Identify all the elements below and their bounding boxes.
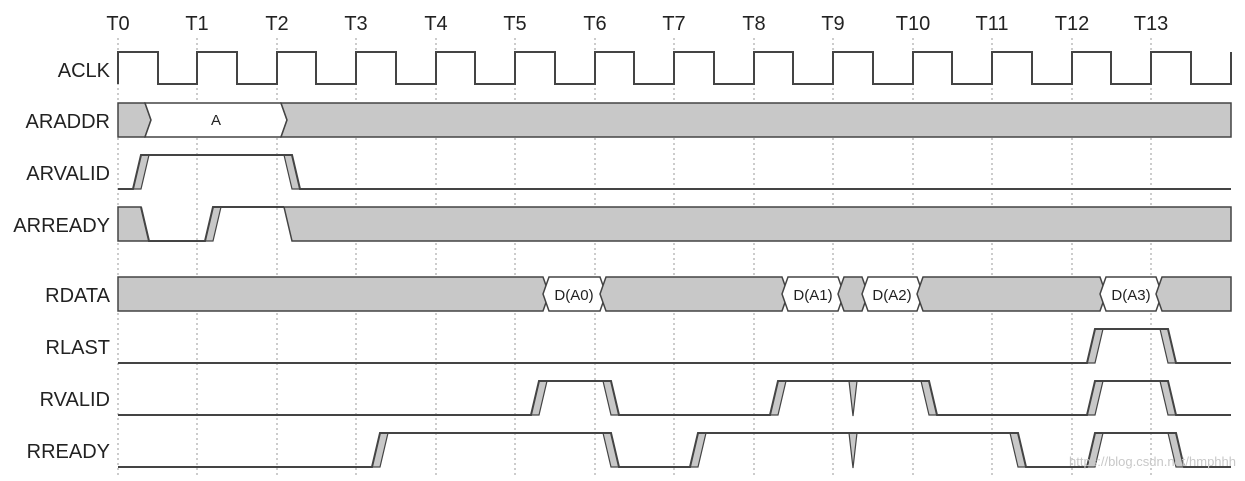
rdata-invalid-segment <box>1155 276 1232 312</box>
time-label-t5: T5 <box>503 13 526 35</box>
rvalid-uncertainty-band <box>602 380 620 416</box>
signal-label-rvalid: RVALID <box>40 389 110 411</box>
rvalid-uncertainty-band <box>769 380 787 416</box>
watermark-text: https://blog.csdn.net/hmphhh <box>1069 454 1236 469</box>
rvalid-uncertainty-band <box>1086 380 1104 416</box>
rdata-label-a1: D(A1) <box>793 287 832 304</box>
time-label-t13: T13 <box>1134 13 1168 35</box>
arready-wave <box>117 206 1232 242</box>
arvalid-uncertainty-band <box>283 154 301 190</box>
time-label-t6: T6 <box>583 13 606 35</box>
rready-glitch <box>848 432 858 469</box>
rvalid-uncertainty-band <box>530 380 548 416</box>
rready-uncertainty-band <box>1009 432 1027 468</box>
rdata-label-a0: D(A0) <box>554 287 593 304</box>
signal-label-araddr: ARADDR <box>26 111 110 133</box>
arvalid-waveform <box>118 154 1231 190</box>
rdata-invalid-segment <box>916 276 1107 312</box>
time-labels: T0 T1 T2 T3 T4 T5 T6 T7 T8 T9 T10 T11 T1… <box>106 13 1168 35</box>
signal-label-arready: ARREADY <box>13 215 110 237</box>
time-label-t1: T1 <box>185 13 208 35</box>
rready-waveform <box>118 432 1231 468</box>
rvalid-wave <box>118 380 1231 417</box>
rvalid-glitch <box>848 380 858 417</box>
signal-label-rlast: RLAST <box>46 337 110 359</box>
rvalid-waveform <box>118 380 1231 416</box>
time-label-t10: T10 <box>896 13 930 35</box>
arready-waveform <box>140 206 284 242</box>
araddr-invalid-segment <box>279 102 1232 138</box>
time-label-t11: T11 <box>976 13 1009 35</box>
rlast-wave <box>118 328 1231 364</box>
arready-unknown-segment <box>283 206 1232 242</box>
aclk-wave <box>117 51 1232 85</box>
arvalid-uncertainty-band <box>132 154 150 190</box>
time-label-t7: T7 <box>662 13 685 35</box>
rdata-label-a2: D(A2) <box>872 287 911 304</box>
signal-labels: ACLK ARADDR ARVALID ARREADY RDATA RLAST … <box>13 60 110 463</box>
rdata-invalid-segment <box>599 276 789 312</box>
araddr-value-label: A <box>211 112 221 129</box>
time-label-t9: T9 <box>821 13 844 35</box>
signal-label-rdata: RDATA <box>45 285 110 307</box>
rlast-uncertainty-band <box>1086 328 1104 364</box>
rready-uncertainty-band <box>371 432 389 468</box>
rlast-waveform <box>118 328 1231 364</box>
time-label-t3: T3 <box>344 13 367 35</box>
time-label-t2: T2 <box>265 13 288 35</box>
rdata-beat-a0 <box>542 276 607 312</box>
rdata-invalid-segment <box>837 276 869 312</box>
rdata-beat-a1 <box>781 276 845 312</box>
rdata-beat-a2 <box>861 276 924 312</box>
rready-wave <box>118 432 1231 469</box>
arvalid-wave <box>118 154 1231 190</box>
signal-label-aclk: ACLK <box>58 60 111 82</box>
rdata-beat-a3 <box>1099 276 1163 312</box>
rdata-wave: D(A0) D(A1) D(A2) D(A3) <box>117 276 1232 312</box>
signal-label-arvalid: ARVALID <box>26 163 110 185</box>
araddr-wave: A <box>117 102 1232 138</box>
time-label-t4: T4 <box>424 13 447 35</box>
rready-uncertainty-band <box>602 432 620 468</box>
time-gridlines <box>117 38 1152 478</box>
rready-uncertainty-band <box>689 432 707 468</box>
time-label-t12: T12 <box>1055 13 1089 35</box>
rdata-label-a3: D(A3) <box>1111 287 1150 304</box>
rvalid-uncertainty-band <box>920 380 938 416</box>
time-label-t0: T0 <box>106 13 129 35</box>
rvalid-uncertainty-band <box>1159 380 1177 416</box>
rdata-invalid-segment <box>117 276 550 312</box>
time-label-t8: T8 <box>742 13 765 35</box>
aclk-waveform <box>117 51 1232 85</box>
signal-label-rready: RREADY <box>27 441 110 463</box>
rlast-uncertainty-band <box>1159 328 1177 364</box>
arready-uncertainty-band <box>204 206 222 242</box>
